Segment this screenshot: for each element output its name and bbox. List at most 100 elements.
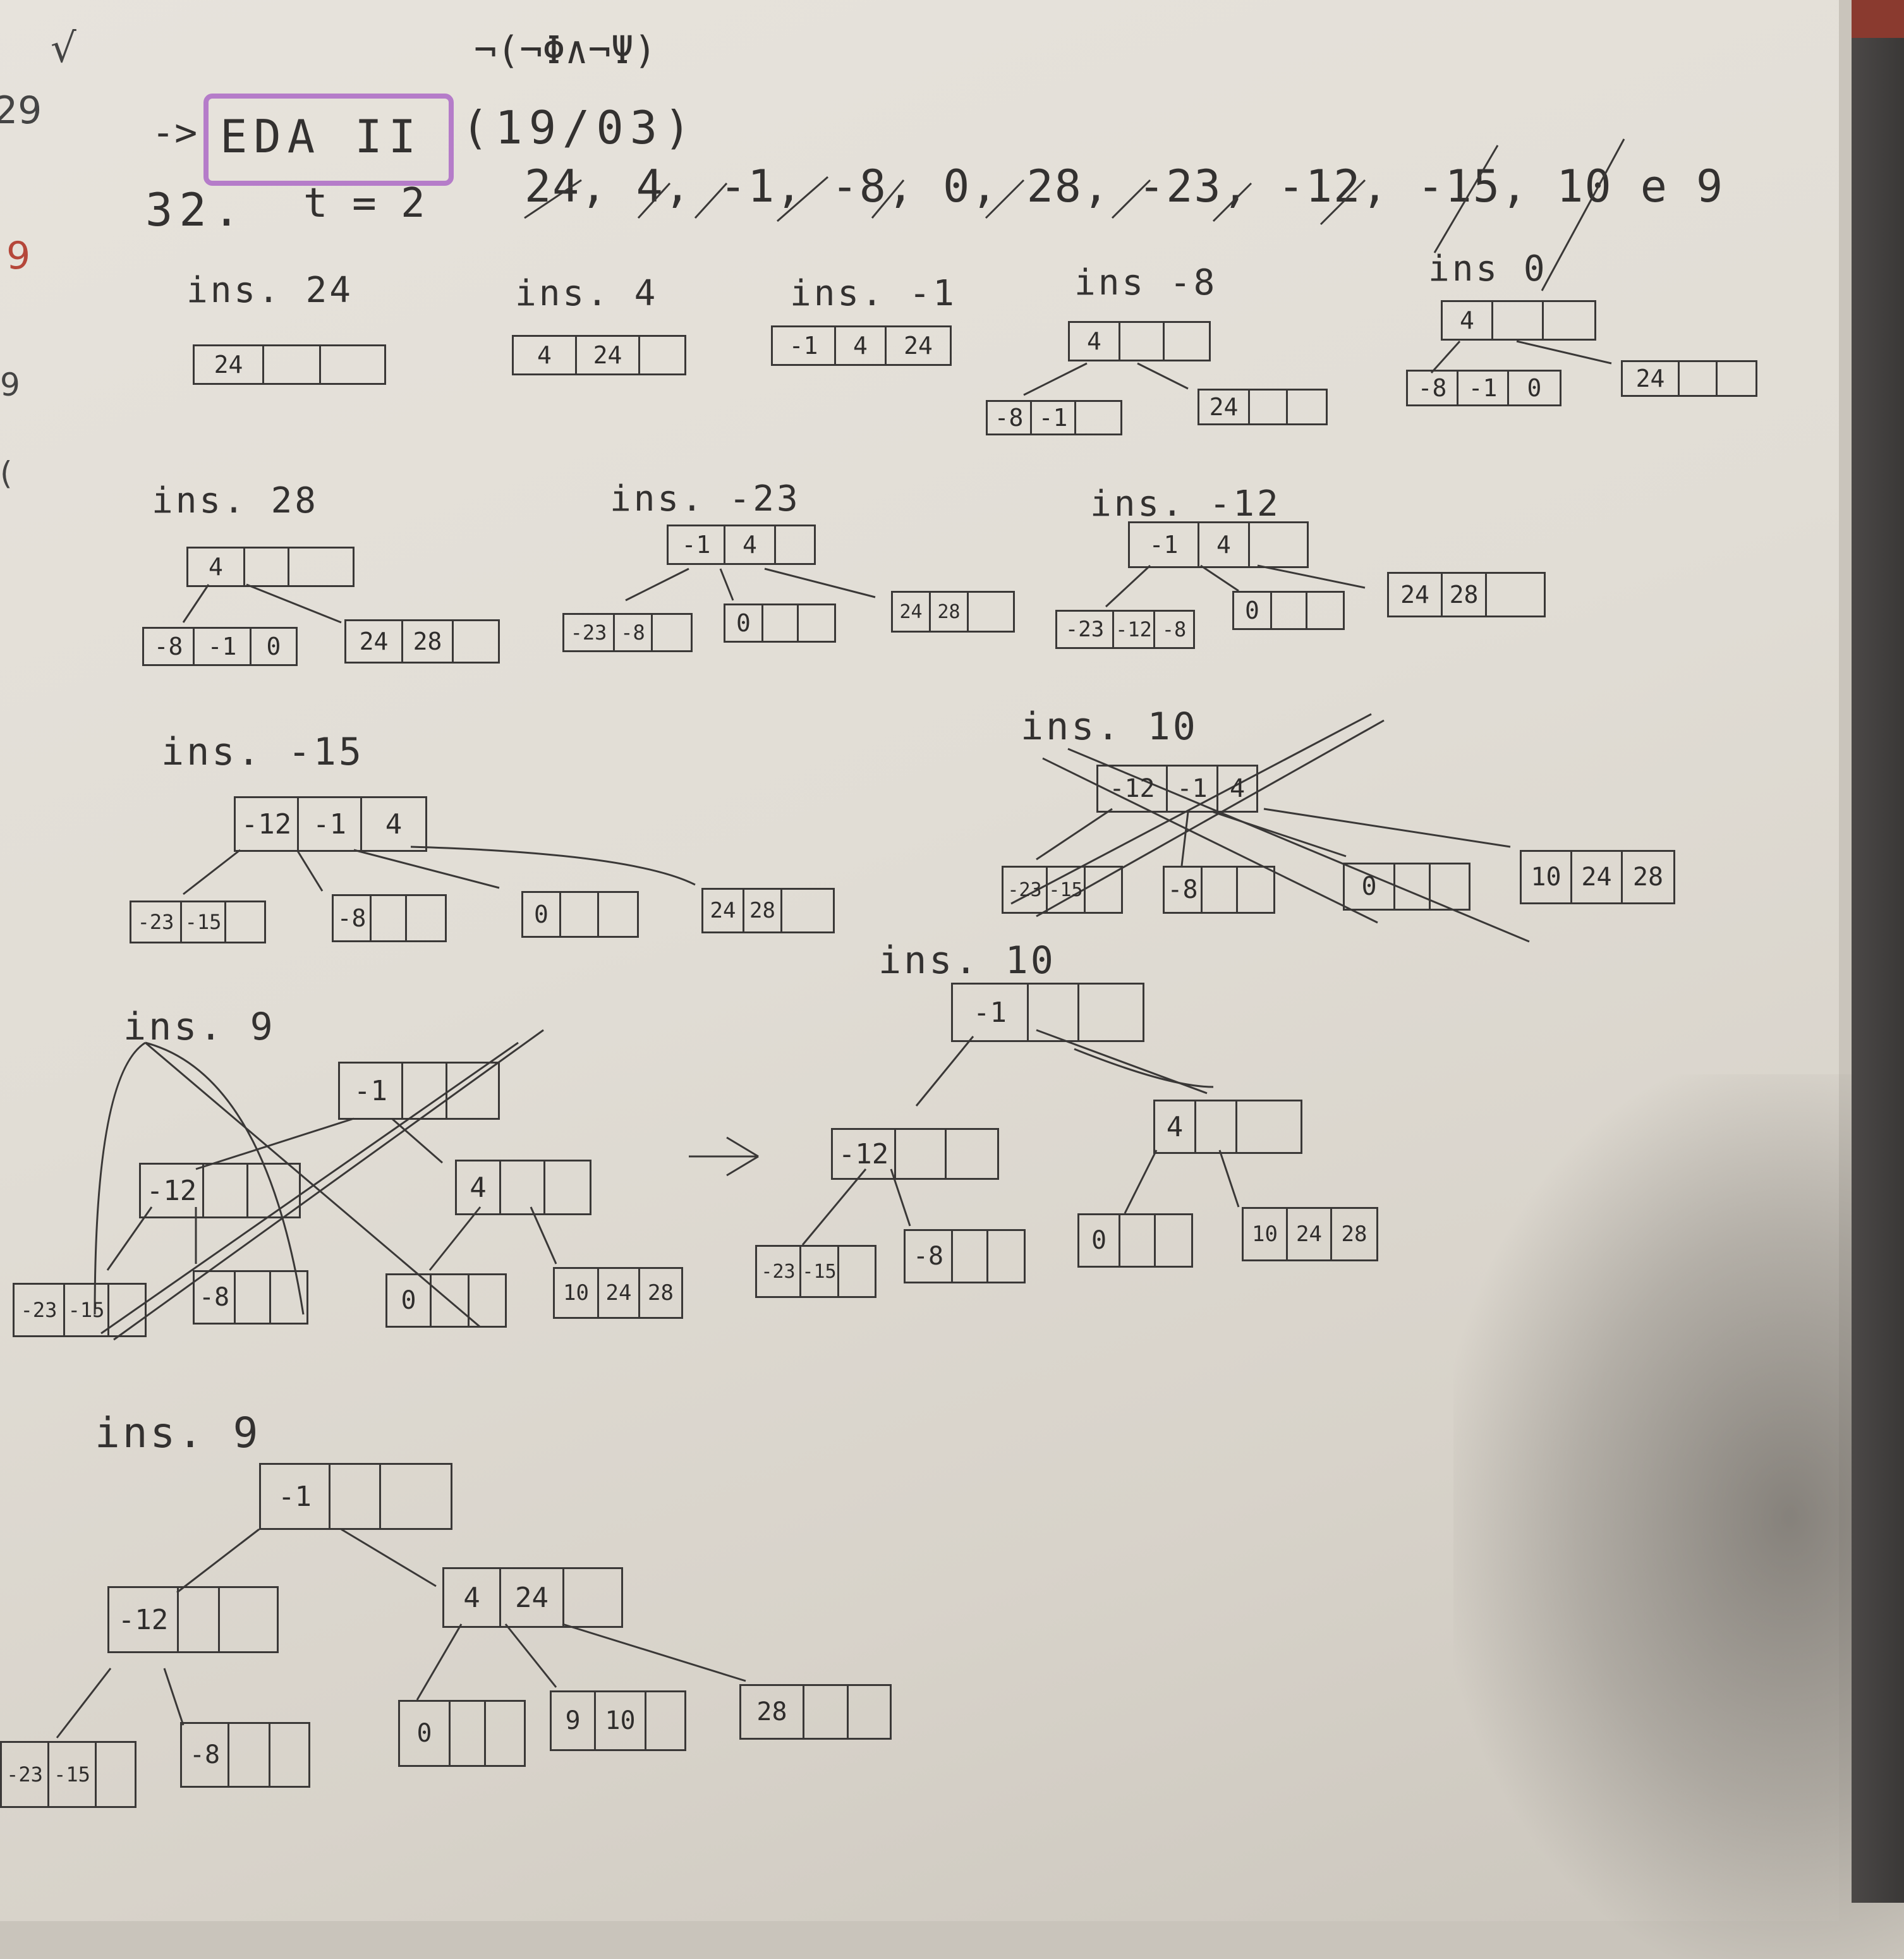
node-key [1237,1101,1301,1152]
step-label: ins. -1 [790,273,957,314]
node-key: 28 [1443,574,1487,616]
node-key [109,1285,145,1335]
node-key: -1 [1130,523,1199,566]
node-key: 24 [703,890,744,931]
header-arrow: -> [152,111,198,155]
node-key [1718,362,1755,395]
btree-node: 4 [1068,321,1211,361]
btree-node: -12 [831,1128,999,1180]
node-key [179,1588,220,1651]
btree-node: -8 [332,894,447,942]
node-key: -1 [261,1465,330,1528]
node-key [1544,302,1594,339]
node-key [561,893,599,936]
node-key: -1 [340,1064,403,1118]
node-key [264,346,321,383]
node-key: 24 [893,593,931,631]
top-formula: ¬(¬Φ∧¬Ψ) [474,28,657,73]
node-key: 4 [725,526,776,563]
node-key: 24 [1572,852,1623,902]
background-edge-dark [1852,38,1904,1903]
btree-node: 9 10 [550,1690,686,1751]
node-key: -23 [564,615,615,650]
node-key: 0 [266,633,281,660]
btree-node: -1 [951,983,1144,1042]
node-key [204,1165,248,1216]
node-key [1203,868,1238,912]
btree-node: -8 -1 [986,400,1122,435]
step-label: ins -8 [1074,262,1218,303]
btree-node: -23 -15 [130,901,266,943]
step-label: ins. 9 [123,1005,276,1049]
node-key [270,1724,308,1786]
node-key [501,1161,545,1213]
node-key: -23 [15,1285,65,1335]
node-key: -1 [195,629,252,664]
node-key [599,893,637,936]
btree-node: -23 -15 [755,1245,876,1298]
node-key: 28 [741,1686,804,1738]
node-key [407,896,445,940]
node-key [447,1064,498,1118]
node-key [1029,985,1079,1040]
node-key [1395,864,1431,909]
btree-node: 24 [1198,389,1328,425]
node-key [403,1064,447,1118]
btree-node: 28 [739,1684,892,1740]
node-key [321,346,384,383]
node-key: -1 [1032,402,1076,434]
node-key [372,896,407,940]
node-key [1238,868,1273,912]
node-key [653,615,691,650]
node-key: 0 [1234,593,1272,628]
node-key: -23 [1057,612,1114,647]
node-key: -8 [615,615,653,650]
node-key: -15 [182,902,226,942]
node-key: 0 [523,893,561,936]
transition-arrow-label: → [695,1106,699,1112]
btree-node: 4 24 [442,1567,623,1628]
node-key: 0 [1345,864,1395,909]
node-key [1196,1101,1237,1152]
hand-shadow [1453,1074,1904,1959]
node-key: 10 [555,1269,599,1317]
btree-node-crossed: 10 24 28 [1520,850,1675,904]
btree-node: -1 [259,1463,452,1530]
node-key: -8 [1161,617,1187,641]
exercise-number: 32. [145,183,247,236]
btree-node-crossed: -8 [1163,866,1275,914]
node-key [1250,391,1288,423]
node-key: -15 [1048,868,1086,912]
btree-node-crossed: -12 -1 4 [1096,765,1258,813]
node-key [229,1724,270,1786]
node-key [381,1465,451,1528]
btree-node: -8 [180,1722,310,1788]
node-key: 10 [1244,1209,1288,1259]
node-key [969,593,1013,631]
node-key: -1 [669,526,725,563]
node-key [1250,523,1307,566]
node-key [1120,323,1165,360]
btree-node: -23 -8 [562,613,693,652]
node-key [245,549,289,585]
node-key [849,1686,890,1738]
node-key [1120,1215,1156,1266]
node-key: 10 [1522,852,1572,902]
step-label: ins. 28 [152,480,319,521]
node-key [545,1161,590,1213]
node-key [1680,362,1718,395]
node-key: 28 [1341,1222,1367,1247]
node-key [1307,593,1343,628]
step-label: ins. 10 [878,938,1056,983]
node-key [646,1692,684,1749]
node-key [226,902,264,942]
node-key: 28 [648,1280,674,1306]
node-key: -23 [131,902,182,942]
node-key [1076,402,1120,434]
node-key: 24 [346,621,403,662]
node-key: 0 [400,1702,451,1765]
node-key: 24 [904,332,933,360]
btree-node: 4 24 [512,335,686,375]
node-key: -8 [195,1272,236,1323]
node-key: -12 [141,1165,204,1216]
